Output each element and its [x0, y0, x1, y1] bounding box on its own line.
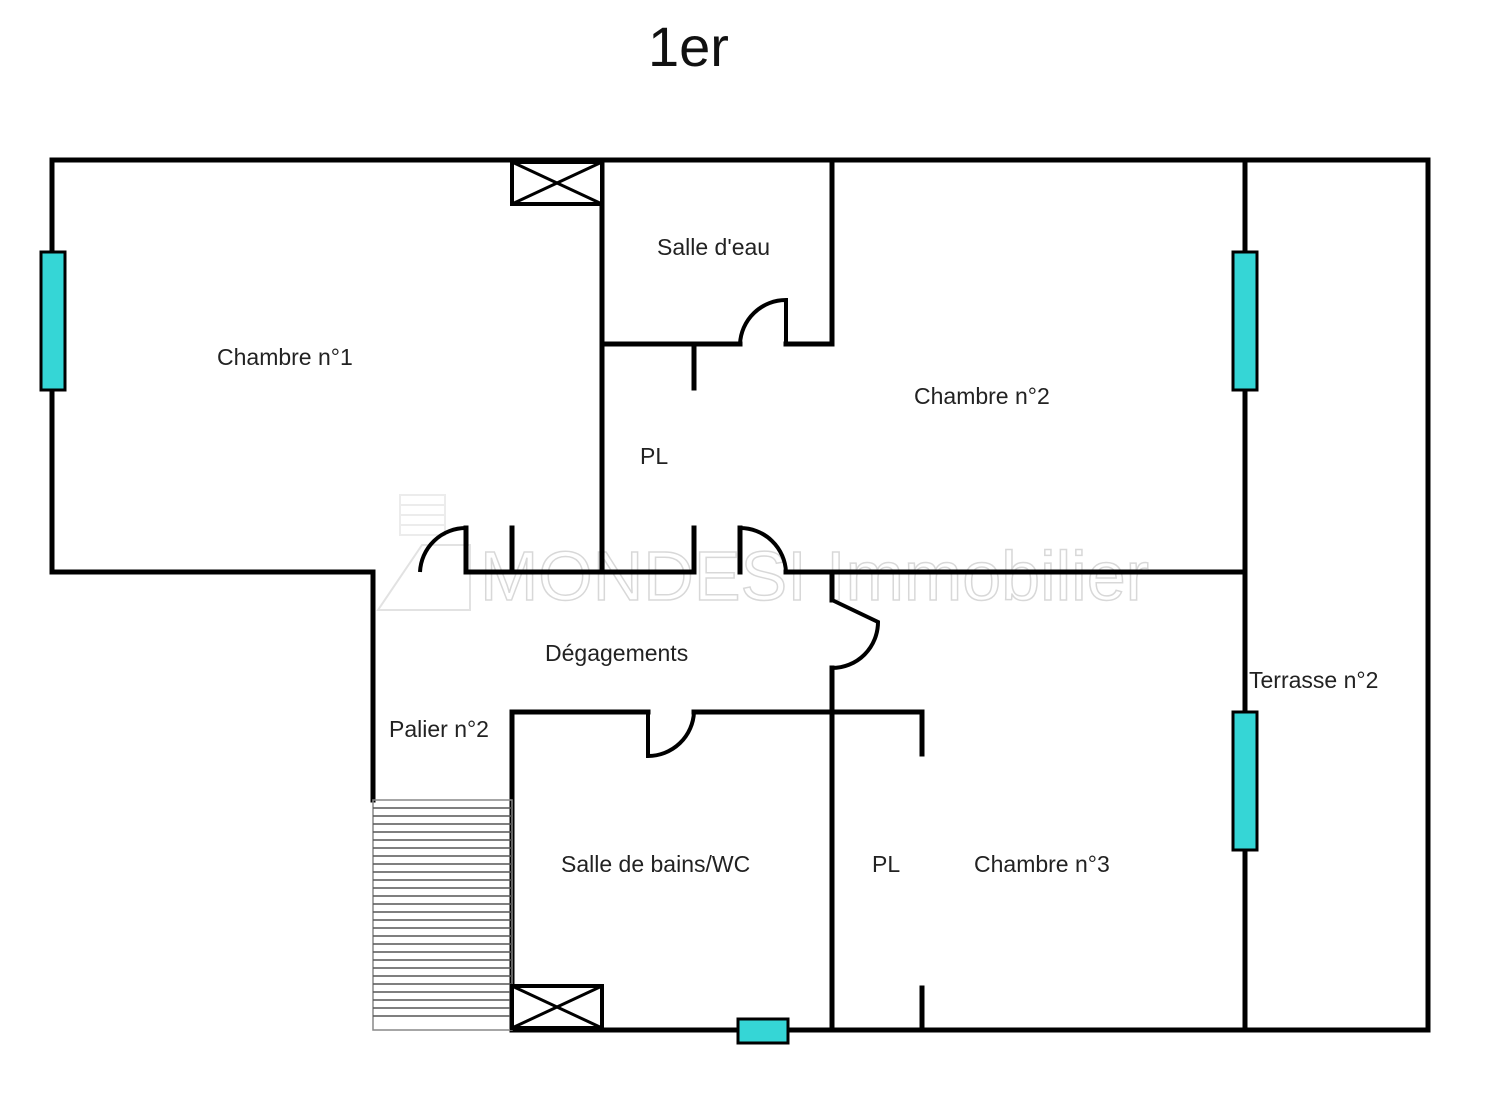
vent-top: [510, 160, 604, 206]
room-label-degagements: Dégagements: [545, 640, 688, 666]
watermark-text: MONDESI Immobilier: [480, 537, 1149, 615]
room-label-terrasse: Terrasse n°2: [1249, 667, 1378, 693]
door-chambre1: [418, 525, 467, 573]
door-salle-bains: [646, 711, 696, 759]
room-label-palier: Palier n°2: [389, 716, 489, 742]
staircase: [372, 799, 513, 1031]
door-chambre2: [739, 525, 788, 573]
vent-bottom: [510, 984, 604, 1030]
window-chambre2: [1231, 250, 1259, 392]
windows: [39, 250, 1259, 1045]
room-label-pl-bottom: PL: [872, 851, 900, 877]
window-chambre3: [1231, 710, 1259, 852]
room-label-chambre2: Chambre n°2: [914, 383, 1050, 409]
doors: [418, 297, 881, 759]
room-label-salle-bains: Salle de bains/WC: [561, 851, 750, 877]
room-label-salle-eau: Salle d'eau: [657, 234, 770, 260]
door-chambre3: [831, 598, 881, 670]
window-chambre1: [39, 250, 67, 392]
floor-title: 1er: [648, 15, 729, 78]
room-label-chambre1: Chambre n°1: [217, 344, 353, 370]
room-label-pl-top: PL: [640, 443, 668, 469]
window-salle-bains: [736, 1017, 790, 1045]
room-label-chambre3: Chambre n°3: [974, 851, 1110, 877]
watermark-logo: [376, 494, 471, 611]
door-salle-eau: [738, 297, 788, 345]
